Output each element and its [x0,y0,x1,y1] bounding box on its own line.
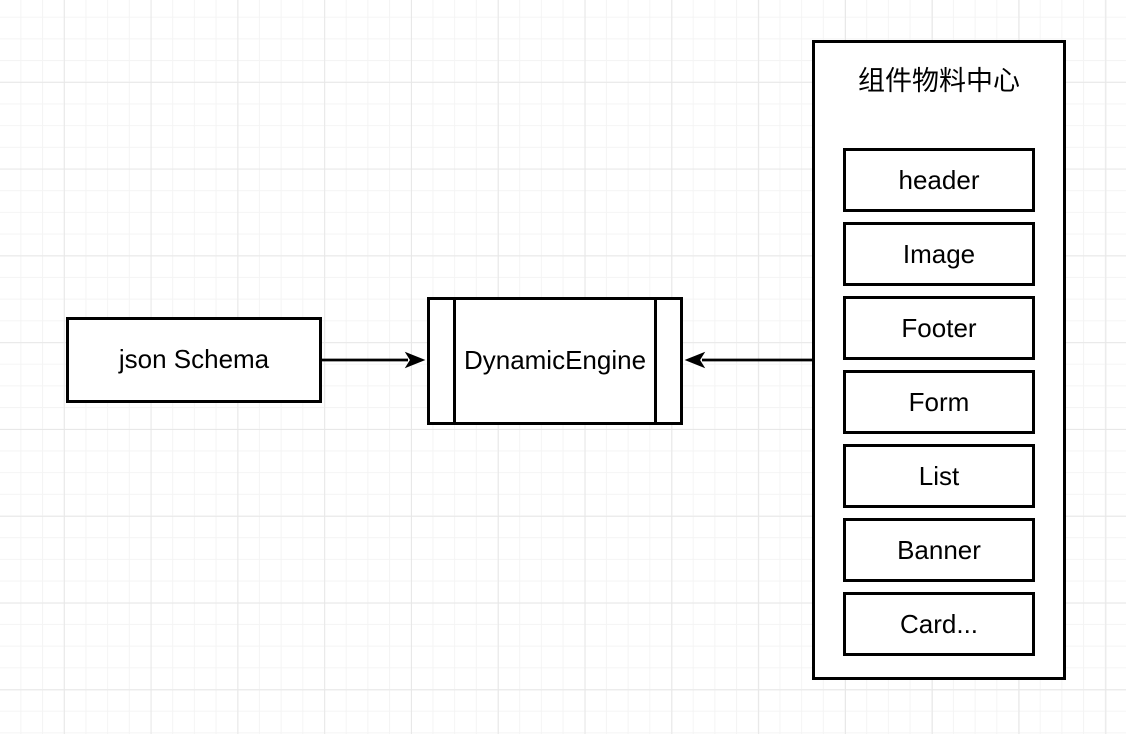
material-center-items: header Image Footer Form List Banner Car… [815,148,1063,656]
material-center-panel[interactable]: 组件物料中心 header Image Footer Form List Ban… [812,40,1066,680]
component-item-label: header [898,164,980,195]
component-item-banner[interactable]: Banner [843,518,1035,582]
component-item-image[interactable]: Image [843,222,1035,286]
arrow-material-center-to-engine[interactable] [684,351,812,369]
json-schema-node[interactable]: json Schema [66,317,322,403]
process-bar-left [453,300,456,422]
component-item-form[interactable]: Form [843,370,1035,434]
component-item-card[interactable]: Card... [843,592,1035,656]
component-item-label: List [918,460,960,491]
component-item-label: Footer [901,312,977,343]
material-center-title: 组件物料中心 [858,65,1020,96]
component-item-label: Form [908,386,970,417]
component-item-label: Banner [897,534,981,565]
component-item-footer[interactable]: Footer [843,296,1035,360]
component-item-header[interactable]: header [843,148,1035,212]
dynamic-engine-node[interactable]: DynamicEngine [427,297,683,425]
dynamic-engine-label: DynamicEngine [463,345,647,376]
component-item-label: Card... [899,608,979,639]
component-item-list[interactable]: List [843,444,1035,508]
arrow-json-schema-to-engine[interactable] [322,351,426,369]
json-schema-label: json Schema [118,344,270,375]
component-item-label: Image [902,238,976,269]
process-bar-right [654,300,657,422]
